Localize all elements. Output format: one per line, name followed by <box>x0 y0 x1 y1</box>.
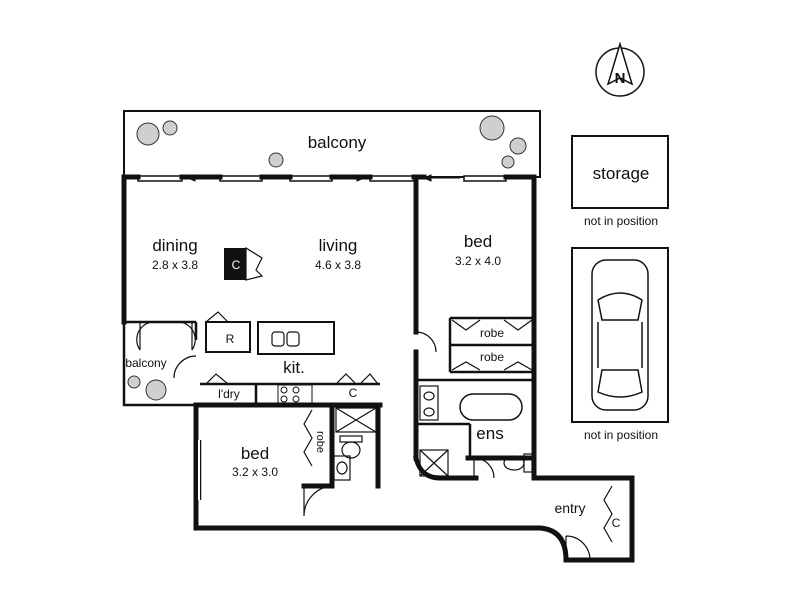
storage-label: storage <box>592 164 650 183</box>
compass-north-label: N <box>614 70 626 87</box>
bed2-label: bed <box>240 444 270 463</box>
walls <box>121 174 635 563</box>
basin-icon <box>333 385 439 481</box>
sink-icon <box>271 331 300 347</box>
fridge-label: R <box>225 332 235 346</box>
carpark-box <box>571 247 669 423</box>
door-swings <box>136 321 591 561</box>
plant-icon <box>127 115 527 401</box>
ensuite-label: ens <box>476 424 504 443</box>
compass-icon <box>595 41 645 97</box>
bed1-dimensions: 3.2 x 4.0 <box>454 254 502 268</box>
living-dimensions: 4.6 x 3.8 <box>314 258 362 272</box>
storage-box <box>571 135 669 209</box>
robe-lower-label: robe <box>479 350 505 364</box>
car-icon <box>591 259 649 411</box>
cupboard-living-door <box>245 246 264 281</box>
bathtub-icon <box>459 393 523 421</box>
partitions <box>122 316 534 500</box>
robe-upper-label: robe <box>479 326 505 340</box>
dining-label: dining <box>152 236 198 255</box>
bed1-label: bed <box>463 232 493 251</box>
dining-dimensions: 2.8 x 3.8 <box>151 258 199 272</box>
cupboard-living-label: C <box>231 258 241 272</box>
cupboard-kitchen-label: C <box>348 386 358 400</box>
kitchen-label: kit. <box>283 358 305 377</box>
balcony-side-label: balcony <box>125 356 167 370</box>
kitchen-island <box>257 321 335 355</box>
laundry-label: l'dry <box>218 387 240 401</box>
balcony-top-label: balcony <box>307 133 367 152</box>
entry-label: entry <box>554 500 586 516</box>
robe-bed2-label: robe <box>314 430 326 454</box>
cupboard-entry-label: C <box>611 516 621 530</box>
storage-note: not in position <box>583 214 659 228</box>
cooktop-icon <box>277 384 313 404</box>
robe-doors <box>205 311 613 543</box>
shower-icon <box>335 407 449 477</box>
carpark-note: not in position <box>583 428 659 442</box>
cupboard-living <box>224 248 246 280</box>
toilet-icon <box>339 435 533 473</box>
living-label: living <box>318 236 358 255</box>
bed2-dimensions: 3.2 x 3.0 <box>231 465 279 479</box>
